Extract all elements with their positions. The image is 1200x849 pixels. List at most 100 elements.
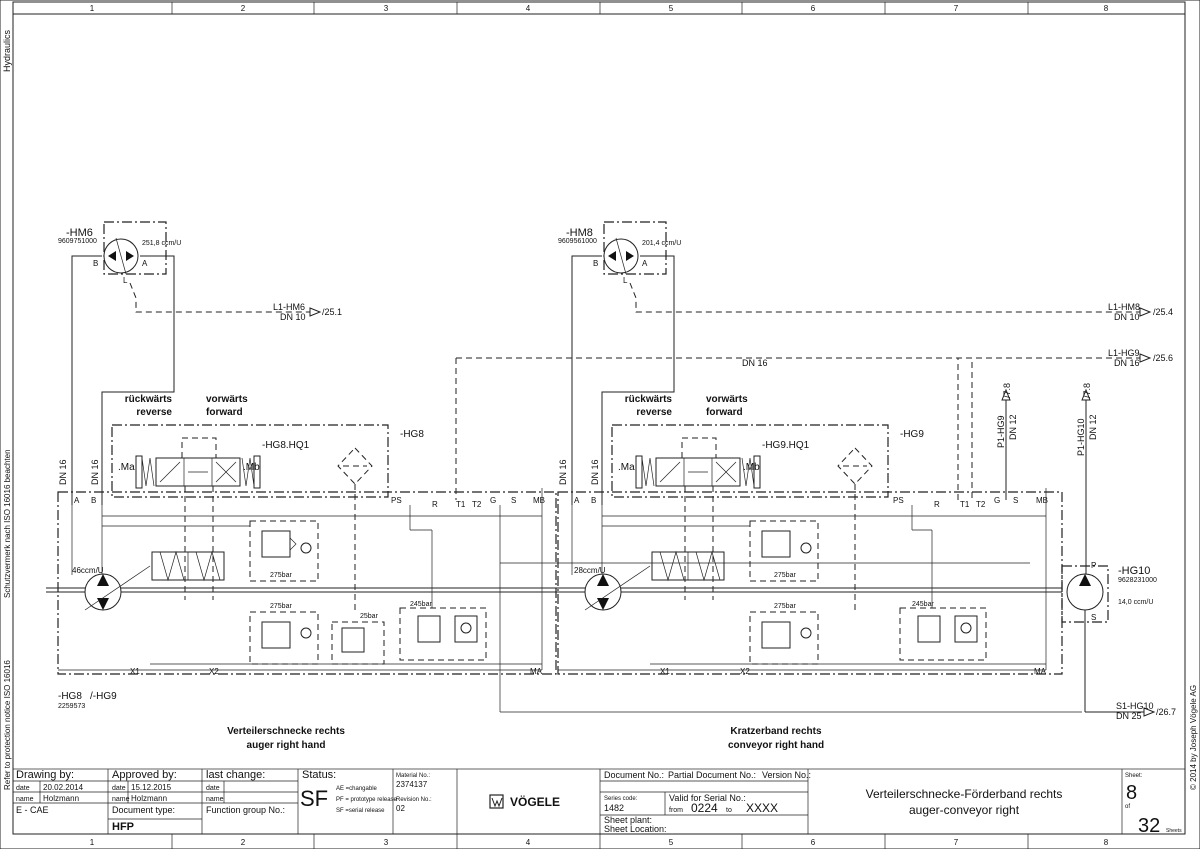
port-g-label: G	[490, 496, 496, 505]
side-notice-en: Refer to protection notice ISO 16016	[3, 660, 12, 790]
tb-title-en: auger-conveyor right	[909, 803, 1020, 817]
tb-title-de: Verteilerschnecke-Förderband rechts	[866, 787, 1063, 801]
right-port-r-label: R	[934, 500, 940, 509]
port-b-label: B	[91, 496, 96, 505]
pump-hg8-tag: -HG8	[58, 691, 82, 702]
grid-col-7-bottom: 7	[954, 838, 959, 847]
port-ma-label: .Ma	[118, 462, 135, 473]
right-port-t1-label: T1	[960, 500, 970, 509]
side-notice-de: Schutzvermerk nach ISO 16016 beachten	[3, 449, 12, 598]
relief-4-setting: 245bar	[410, 601, 432, 608]
relief-2-setting: 275bar	[270, 603, 292, 610]
motor-hm8-tag: -HM8	[566, 227, 593, 239]
grid-col-4-bottom: 4	[526, 838, 531, 847]
right-port-a-label: A	[574, 496, 580, 505]
port-x1-label: X1	[130, 667, 140, 676]
feed-p1-hg9-dn: DN 12	[1008, 414, 1018, 440]
tb-revision-number: 02	[396, 804, 405, 813]
motor-hm6-housing	[103, 221, 167, 275]
tb-material-number: 2374137	[396, 780, 428, 789]
grid-col-8: 8	[1104, 4, 1109, 13]
valve-hg8-hq1-tag: -HG8.HQ1	[262, 440, 310, 451]
relief-valve-group-1	[249, 520, 319, 582]
tb-status-pf: PF = prototype release	[336, 797, 398, 803]
tb-approved-name: Holzmann	[131, 794, 167, 803]
motor-hm6-port-l: L	[123, 276, 128, 285]
label-forward-en: forward	[206, 407, 243, 418]
tb-change-name-label: name	[206, 796, 224, 803]
tb-name-label: name	[16, 796, 34, 803]
tb-function-group-label: Function group No.:	[206, 805, 285, 815]
motor-hm6-part-number: 9609751000	[58, 238, 97, 245]
valve-hg8-hq1-frame	[111, 424, 389, 498]
relief-1-setting: 275bar	[270, 572, 292, 579]
tb-sheet-number: 8	[1126, 782, 1137, 804]
leak-line-hm6-ref: /25.1	[322, 307, 342, 317]
side-hydraulics: Hydraulics	[2, 29, 12, 72]
tb-sheet-label: Sheet:	[1125, 773, 1143, 779]
tb-doc-type-label: Document type:	[112, 805, 175, 815]
motor-hm8-port-l: L	[623, 276, 628, 285]
right-circuit-title-de: Kratzerband rechts	[730, 726, 822, 737]
tb-date-label: date	[16, 785, 30, 792]
block-hg8-frame	[57, 491, 557, 675]
tb-document-no-label: Document No.:	[604, 770, 664, 780]
pump-hg10-displacement: 14,0 ccm/U	[1118, 599, 1153, 606]
grid-col-6-bottom: 6	[811, 838, 816, 847]
motor-hm6-displacement: 251,8 ccm/U	[142, 240, 181, 247]
tb-to-label: to	[726, 807, 732, 814]
pump-hg10-port-p: P	[1091, 561, 1096, 570]
tb-change-date-label: date	[206, 785, 220, 792]
line-mid-dn: DN 16	[742, 358, 768, 368]
tb-total-sheets: 32	[1138, 815, 1160, 837]
right-port-t2-label: T2	[976, 500, 986, 509]
port-a-label: A	[74, 496, 80, 505]
right-port-mb-label: .Mb	[743, 462, 760, 473]
feed-p1-hg9-label: P1-HG9	[996, 415, 1006, 448]
port-mb-block-label: MB	[533, 496, 545, 505]
feed-p1-hg9-ref: /7.8	[1002, 383, 1012, 398]
tb-last-change-label: last change:	[206, 769, 265, 781]
leak-line-hm6-label: L1-HM6	[273, 302, 305, 312]
motor-hm6-tag: -HM6	[66, 227, 93, 239]
leak-line-hg9-label: L1-HG9	[1108, 348, 1140, 358]
relief-valve-group-4	[399, 607, 487, 661]
right-label-forward-de: vorwärts	[706, 394, 748, 405]
tb-partial-document-label: Partial Document No.:	[668, 770, 756, 780]
block-hg8-tag: -HG8	[400, 429, 424, 440]
feed-s1-hg10-dn: DN 25	[1116, 711, 1142, 721]
pump-hg9-tag: /-HG9	[90, 691, 117, 702]
feed-p1-hg10-label: P1-HG10	[1076, 418, 1086, 456]
tb-status-label: Status:	[302, 769, 336, 781]
tb-of-label: of	[1125, 804, 1130, 810]
tb-approved-date-label: date	[112, 785, 126, 792]
right-port-ma-label: .Ma	[618, 462, 635, 473]
grid-column-labels-top: 1 2 3 4 5 6 7 8	[90, 4, 1109, 13]
label-forward-de: vorwärts	[206, 394, 248, 405]
tb-sheets-label: Sheets	[1166, 828, 1182, 834]
grid-col-3: 3	[384, 4, 389, 13]
grid-col-7: 7	[954, 4, 959, 13]
feed-s1-hg10-label: S1-HG10	[1116, 701, 1154, 711]
tb-drawing-name: Holzmann	[43, 794, 79, 803]
right-port-ps-label: PS	[893, 496, 904, 505]
grid-col-6: 6	[811, 4, 816, 13]
leak-line-hm8-label: L1-HM8	[1108, 302, 1140, 312]
motor-hm8-port-b: B	[593, 259, 598, 268]
right-line-b-dn: DN 16	[590, 459, 600, 485]
right-relief-valve-group-4	[899, 607, 987, 661]
pump-hg10-part-number: 9628231000	[1118, 577, 1157, 584]
port-t1-label: T1	[456, 500, 466, 509]
tb-series-code: 1482	[604, 803, 624, 813]
right-line-a-dn: DN 16	[558, 459, 568, 485]
tb-status-sf: SF =serial release	[336, 808, 385, 814]
tb-approved-name-label: name	[112, 796, 130, 803]
right-label-forward-en: forward	[706, 407, 743, 418]
grid-col-2: 2	[241, 4, 246, 13]
right-port-mb-block-label: MB	[1036, 496, 1048, 505]
filter-hg9	[837, 447, 873, 485]
pump-hg9-displacement: 28ccm/U	[574, 566, 606, 575]
tb-approved-date: 15.12.2015	[131, 783, 172, 792]
label-reverse-en: reverse	[136, 407, 172, 418]
